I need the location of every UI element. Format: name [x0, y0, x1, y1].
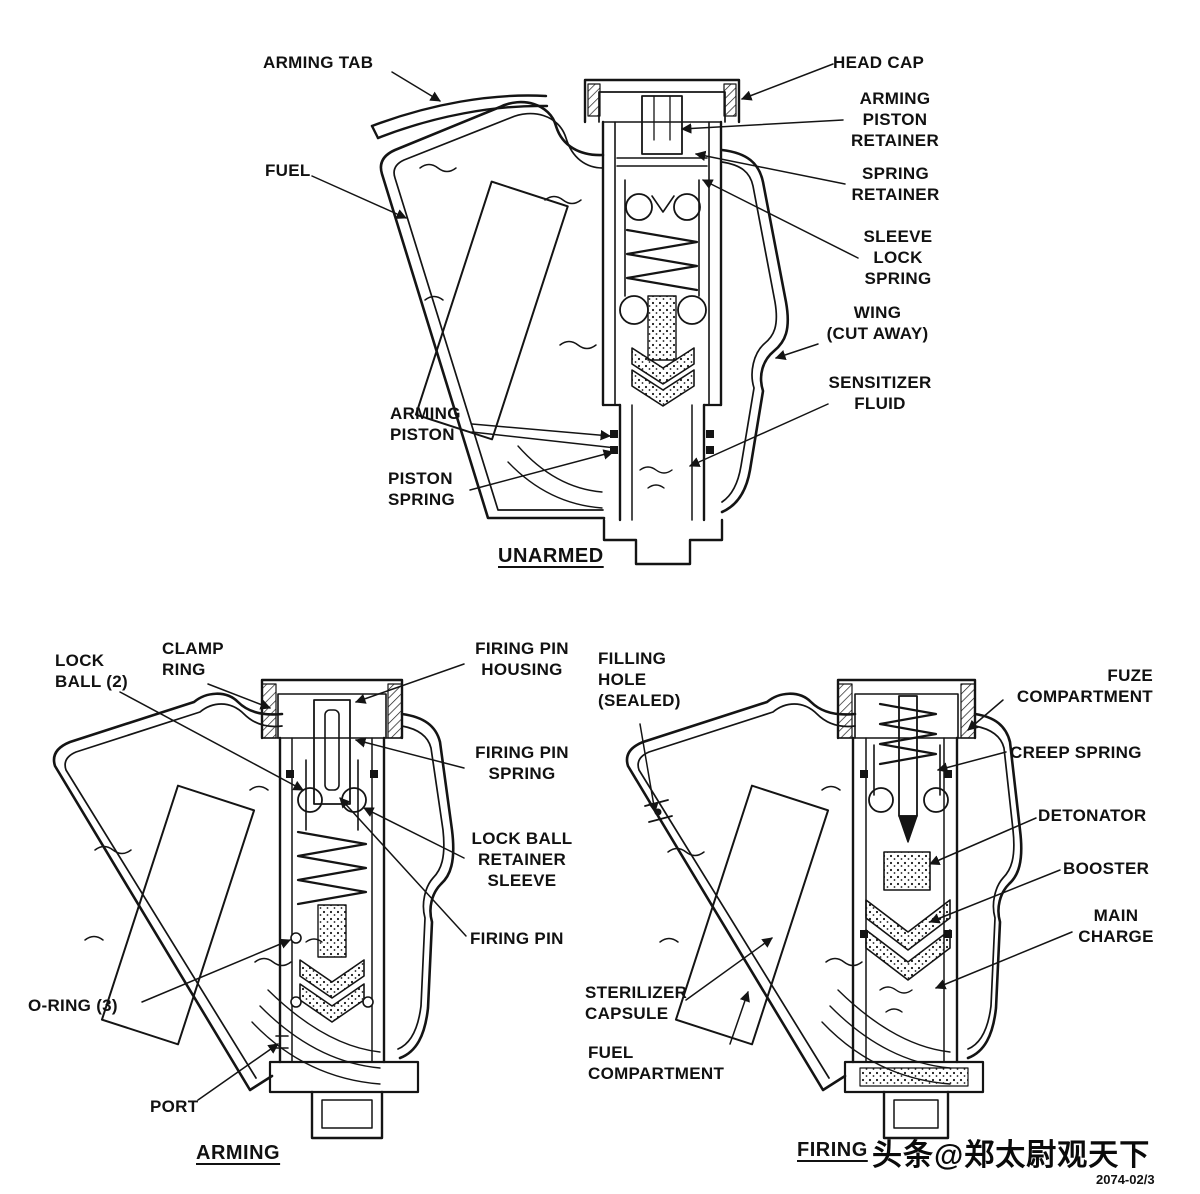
unarmed-drawing — [370, 78, 790, 566]
label-o-ring: O-RING (3) — [28, 996, 118, 1015]
label-head-cap: HEAD CAP — [833, 53, 925, 72]
label-piston-spring: PISTON SPRING — [388, 469, 455, 510]
leader-lines — [119, 63, 1073, 1101]
label-sterilizer-capsule: STERILIZER CAPSULE — [585, 983, 688, 1024]
label-spring-retainer: SPRING RETAINER — [851, 164, 940, 205]
label-clamp-ring: CLAMP RING — [162, 639, 224, 680]
caption-firing: FIRING — [797, 1139, 868, 1161]
label-port: PORT — [150, 1097, 199, 1116]
label-fuze-compartment: FUZE COMPARTMENT — [1016, 666, 1153, 707]
label-lock-ball: LOCK BALL (2) — [55, 651, 128, 692]
label-filling-hole: FILLING HOLE (SEALED) — [598, 649, 681, 711]
label-main-charge: MAIN CHARGE — [1078, 906, 1154, 947]
label-detonator: DETONATOR — [1038, 806, 1147, 825]
label-firing-pin: FIRING PIN — [470, 929, 564, 948]
label-creep-spring: CREEP SPRING — [1010, 743, 1142, 762]
label-arming-piston-retainer: ARMING PISTON RETAINER — [850, 89, 940, 151]
caption-arming: ARMING — [196, 1142, 281, 1164]
label-sleeve-lock-spring: SLEEVE LOCK SPRING — [863, 227, 933, 289]
label-lock-ball-retainer-sleeve: LOCK BALL RETAINER SLEEVE — [471, 829, 573, 891]
label-wing-cut-away: WING (CUT AWAY) — [826, 303, 929, 344]
caption-unarmed: UNARMED — [498, 545, 604, 567]
label-firing-pin-housing: FIRING PIN HOUSING — [475, 639, 569, 680]
label-booster: BOOSTER — [1063, 859, 1150, 878]
label-sensitizer-fluid: SENSITIZER FLUID — [828, 373, 932, 414]
figure-ref-number: 2074-02/3 — [1096, 1172, 1155, 1187]
arming-drawing — [52, 678, 455, 1140]
label-arming-piston: ARMING PISTON — [390, 404, 461, 445]
label-fuel-compartment: FUEL COMPARTMENT — [588, 1043, 725, 1084]
label-firing-pin-spring: FIRING PIN SPRING — [475, 743, 569, 784]
label-arming-tab: ARMING TAB — [263, 53, 374, 72]
label-fuel: FUEL — [265, 161, 311, 180]
watermark: 头条@郑太尉观天下 — [872, 1139, 1151, 1172]
